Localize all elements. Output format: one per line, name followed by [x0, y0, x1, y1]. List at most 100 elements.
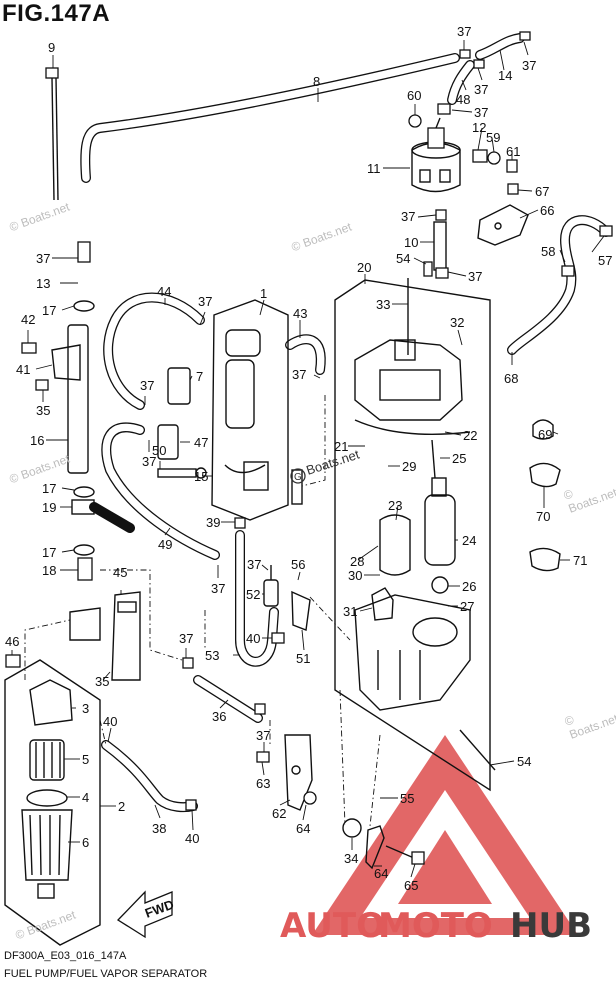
- holder-26: [431, 576, 449, 594]
- pipe-47: [157, 424, 179, 460]
- label-17: 17: [42, 481, 56, 496]
- label-2: 2: [118, 799, 125, 814]
- label-64: 64: [374, 866, 388, 881]
- bracket-31: [371, 587, 394, 621]
- label-58: 58: [541, 244, 555, 259]
- footer-code: DF300A_E03_016_147A: [4, 950, 127, 962]
- clip-57: [599, 225, 613, 237]
- label-18: 18: [42, 563, 56, 578]
- clip-71: [529, 547, 561, 572]
- label-3: 3: [82, 701, 89, 716]
- grommet-12: [472, 149, 488, 163]
- label-9: 9: [48, 40, 55, 55]
- label-71: 71: [573, 553, 587, 568]
- label-11: 11: [367, 161, 381, 176]
- label-65: 65: [404, 878, 418, 893]
- label-33: 33: [376, 297, 390, 312]
- label-29: 29: [402, 459, 416, 474]
- fitting-13: [77, 241, 91, 263]
- g-watermark: G Boats.net: [290, 446, 362, 484]
- bolt-61: [506, 159, 518, 173]
- clip-37: [519, 31, 531, 41]
- dash-line: [99, 719, 107, 746]
- label-37: 37: [36, 251, 50, 266]
- label-37: 37: [292, 367, 306, 382]
- cap-69: [532, 419, 554, 440]
- cable-tie-9: [45, 67, 59, 201]
- brand-logo-triangle: [312, 735, 578, 935]
- o-ring-4: [26, 789, 68, 807]
- bracket-45: [111, 591, 141, 681]
- label-28: 28: [350, 554, 364, 569]
- label-57: 57: [598, 253, 612, 268]
- label-54: 54: [396, 251, 410, 266]
- label-49: 49: [158, 537, 172, 552]
- bolt-46: [5, 654, 21, 668]
- bracket: [69, 607, 101, 641]
- label-35: 35: [95, 674, 109, 689]
- label-67: 67: [535, 184, 549, 199]
- brand-auto: AUTO: [280, 906, 385, 946]
- label-31: 31: [343, 604, 357, 619]
- label-37: 37: [474, 105, 488, 120]
- bracket-51: [291, 590, 311, 631]
- label-60: 60: [407, 88, 421, 103]
- label-40: 40: [185, 831, 199, 846]
- bolt-65-head: [411, 851, 425, 865]
- bolt-65: [385, 845, 415, 859]
- pin-54b: [459, 729, 496, 771]
- plug-60: [408, 114, 422, 128]
- harness: [431, 439, 436, 479]
- hose-43: [285, 334, 326, 375]
- label-15: 15: [194, 469, 208, 484]
- label-55: 55: [400, 791, 414, 806]
- label-46: 46: [5, 634, 19, 649]
- label-66: 66: [540, 203, 554, 218]
- separator-cap-11: [411, 117, 461, 193]
- fuel-pump-assembly-1: [211, 299, 289, 521]
- fuel-rail-16: [67, 324, 89, 474]
- label-51: 51: [296, 651, 310, 666]
- bolt-35: [35, 379, 49, 391]
- label-54: 54: [517, 754, 531, 769]
- label-42: 42: [21, 312, 35, 327]
- pipe-7: [167, 367, 191, 405]
- washer-59: [487, 151, 501, 165]
- gasket-22: [354, 419, 471, 435]
- label-53: 53: [205, 648, 219, 663]
- footer-caption: FUEL PUMP/FUEL VAPOR SEPARATOR: [4, 968, 208, 980]
- washer-17: [73, 300, 95, 312]
- clip-37: [437, 103, 451, 115]
- bracket-41: [51, 344, 81, 381]
- bolt-50: [157, 468, 197, 478]
- hose-38: [101, 740, 198, 813]
- hose-14: [475, 33, 525, 60]
- dash-line: [100, 569, 183, 661]
- fuel-pump-24: [424, 477, 456, 566]
- label-25: 25: [452, 451, 466, 466]
- dash-line: [24, 619, 71, 680]
- valve-52: [263, 565, 279, 607]
- dash-line: [369, 734, 381, 827]
- label-44: 44: [157, 284, 171, 299]
- label-19: 19: [42, 500, 56, 515]
- grommet-34: [342, 818, 362, 838]
- label-32: 32: [450, 315, 464, 330]
- brand-moto: MOTO: [378, 906, 493, 946]
- g-watermark-text: Boats.net: [304, 446, 361, 477]
- label-37: 37: [256, 728, 270, 743]
- label-37: 37: [474, 82, 488, 97]
- filter-head-3: [29, 679, 73, 726]
- label-40: 40: [103, 714, 117, 729]
- fwd-arrow: FWD: [116, 890, 176, 939]
- clip-37: [254, 703, 266, 715]
- clip-37: [561, 265, 575, 277]
- label-7: 7: [196, 369, 203, 384]
- svg-text:G: G: [294, 472, 302, 483]
- filter-case-2: [4, 659, 101, 946]
- clip-39: [234, 517, 246, 529]
- pipe-10: [433, 221, 447, 271]
- label-22: 22: [463, 428, 477, 443]
- label-56: 56: [291, 557, 305, 572]
- separator-assembly-box-20: [334, 279, 491, 792]
